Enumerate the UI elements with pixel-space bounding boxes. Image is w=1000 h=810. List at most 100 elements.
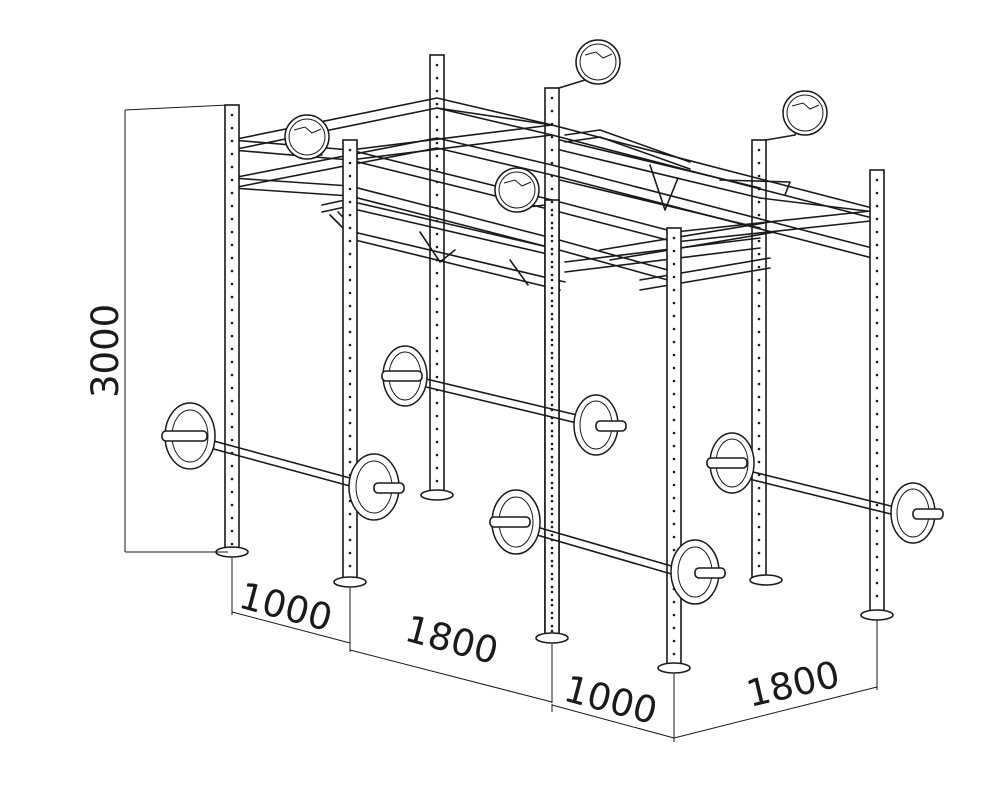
post-hole bbox=[757, 148, 761, 152]
post-hole bbox=[348, 317, 352, 321]
dimension-height: 3000 bbox=[84, 304, 127, 398]
post-hole bbox=[875, 438, 879, 442]
post-hole bbox=[757, 356, 761, 360]
post-hole bbox=[230, 386, 234, 390]
post-hole bbox=[435, 193, 439, 197]
post-hole bbox=[875, 477, 879, 481]
post-hole bbox=[550, 148, 554, 152]
post-hole bbox=[757, 408, 761, 412]
post-hole bbox=[230, 152, 234, 156]
post-hole bbox=[435, 154, 439, 158]
post-hole bbox=[757, 330, 761, 334]
post-hole bbox=[550, 135, 554, 139]
post-hole bbox=[550, 187, 554, 191]
post-hole bbox=[672, 327, 676, 331]
post-hole bbox=[550, 174, 554, 178]
post-hole bbox=[435, 479, 439, 483]
post-hole bbox=[757, 551, 761, 555]
post-hole bbox=[875, 451, 879, 455]
post-hole bbox=[230, 269, 234, 273]
post-hole bbox=[348, 551, 352, 555]
post-hole bbox=[230, 373, 234, 377]
post-hole bbox=[230, 425, 234, 429]
post-hole bbox=[875, 334, 879, 338]
post-hole bbox=[550, 585, 554, 589]
post-hole bbox=[348, 408, 352, 412]
post-hole bbox=[875, 373, 879, 377]
post-hole bbox=[550, 403, 554, 407]
post-hole bbox=[348, 460, 352, 464]
post-hole bbox=[550, 598, 554, 602]
dimension-width-3: 1000 bbox=[560, 667, 662, 733]
post-hole bbox=[672, 639, 676, 643]
post-hole bbox=[672, 275, 676, 279]
post-hole bbox=[550, 551, 554, 555]
post-hole bbox=[435, 375, 439, 379]
post-hole bbox=[672, 613, 676, 617]
post-hole bbox=[230, 308, 234, 312]
barbell-back-right bbox=[706, 432, 944, 544]
post-hole bbox=[348, 538, 352, 542]
post-hole bbox=[550, 286, 554, 290]
post-hole bbox=[348, 564, 352, 568]
post-hole bbox=[550, 122, 554, 126]
dimension-width-1: 1000 bbox=[235, 574, 337, 640]
post-hole bbox=[757, 525, 761, 529]
post-hole bbox=[550, 299, 554, 303]
post-hole bbox=[348, 356, 352, 360]
post-hole bbox=[550, 473, 554, 477]
post-hole bbox=[550, 260, 554, 264]
post-hole bbox=[435, 271, 439, 275]
post-hole bbox=[757, 252, 761, 256]
post-hole bbox=[757, 564, 761, 568]
post-hole bbox=[230, 139, 234, 143]
post-hole bbox=[757, 421, 761, 425]
post-hole bbox=[550, 364, 554, 368]
post-hole bbox=[757, 187, 761, 191]
post-hole bbox=[875, 217, 879, 221]
post-hole bbox=[230, 243, 234, 247]
post-hole bbox=[348, 304, 352, 308]
post-hole bbox=[875, 269, 879, 273]
post-hole bbox=[230, 165, 234, 169]
post-hole bbox=[672, 509, 676, 513]
post-hole bbox=[672, 236, 676, 240]
target-plate-2 bbox=[765, 90, 828, 141]
post-hole bbox=[435, 414, 439, 418]
post-hole bbox=[550, 559, 554, 563]
post-hole bbox=[875, 529, 879, 533]
post-hole bbox=[230, 217, 234, 221]
post-hole bbox=[550, 546, 554, 550]
post-hole bbox=[435, 453, 439, 457]
post-hole bbox=[550, 481, 554, 485]
post-hole bbox=[672, 522, 676, 526]
post-hole bbox=[757, 460, 761, 464]
post-hole bbox=[435, 180, 439, 184]
post-hole bbox=[348, 330, 352, 334]
post-hole bbox=[550, 234, 554, 238]
post-hole bbox=[875, 295, 879, 299]
post-hole bbox=[550, 325, 554, 329]
post-hole bbox=[230, 347, 234, 351]
post-hole bbox=[672, 457, 676, 461]
post-hole bbox=[550, 564, 554, 568]
post-hole bbox=[348, 525, 352, 529]
post-hole bbox=[550, 447, 554, 451]
post-hole bbox=[757, 278, 761, 282]
post-hole bbox=[550, 312, 554, 316]
post-hole bbox=[435, 284, 439, 288]
post-hole bbox=[550, 200, 554, 204]
post-hole bbox=[550, 455, 554, 459]
post-hole bbox=[348, 148, 352, 152]
post-hole bbox=[230, 399, 234, 403]
post-hole bbox=[550, 572, 554, 576]
post-hole bbox=[757, 486, 761, 490]
post-hole bbox=[875, 568, 879, 572]
post-hole bbox=[348, 382, 352, 386]
post-hole bbox=[435, 427, 439, 431]
post-hole bbox=[435, 128, 439, 132]
post-hole bbox=[875, 243, 879, 247]
post-hole bbox=[550, 304, 554, 308]
post-hole bbox=[672, 405, 676, 409]
